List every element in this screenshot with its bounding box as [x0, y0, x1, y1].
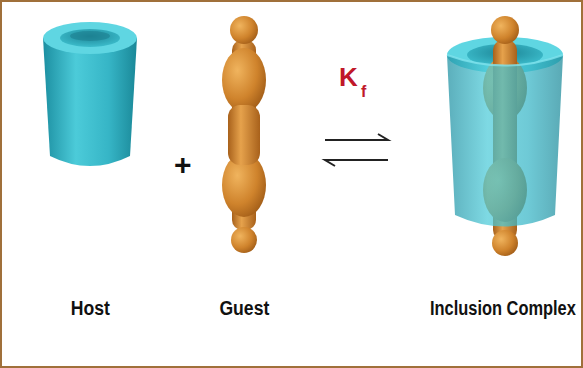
host-label: Host: [71, 298, 110, 318]
inclusion-complex: [447, 16, 563, 256]
equilibrium-constant: K: [339, 64, 358, 90]
constant-subscript: f: [361, 84, 366, 100]
complex-label: Inclusion Complex: [430, 298, 576, 318]
guest-label: Guest: [219, 298, 269, 318]
guest-molecule: [222, 16, 266, 253]
host-cup: [43, 22, 137, 166]
plus-sign: +: [174, 150, 192, 180]
equilibrium-arrows: [325, 134, 388, 166]
